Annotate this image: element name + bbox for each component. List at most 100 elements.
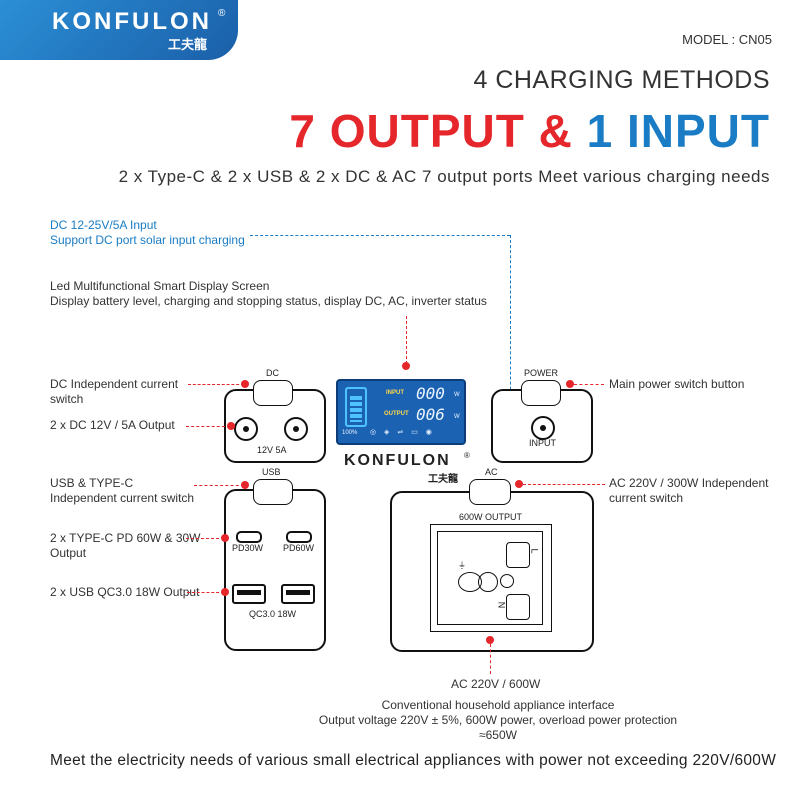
typec-output-leader [186,538,224,539]
headline: 7 OUTPUT & 1 INPUT [289,104,770,158]
ac-panel-label: AC [485,467,498,477]
dc-input-note-line2: Support DC port solar input charging [50,233,245,247]
usb-panel [224,489,326,651]
ac-socket[interactable]: L N ⏚ [430,524,552,632]
ac-socket-inner: L N ⏚ [437,531,543,625]
usb-output-pointer-dot [221,588,229,596]
panel-brand-name-chinese: 工夫龍 [428,474,458,485]
socket-neutral-label: N [496,601,507,609]
headline-output: 7 OUTPUT [289,105,525,157]
usb-output-leader [187,592,224,593]
ac-description: Conventional household appliance interfa… [318,698,678,743]
socket-live-label: L [529,548,540,554]
pd60-label: PD60W [283,543,315,553]
dc-switch-button[interactable] [253,380,293,406]
usb-panel-label: USB [262,467,281,477]
ac-output-note: AC 220V / 600W [451,677,541,691]
dc-switch-note: DC Independent current switch [50,377,178,407]
brand-logo: KONFULON ® 工夫龍 [0,0,238,60]
dc-panel-label: DC [266,368,279,378]
lcd-output-label: OUTPUT [384,411,409,417]
usb-output-note: 2 x USB QC3.0 18W Output [50,585,200,599]
usb-port-2[interactable] [281,584,315,604]
lcd-output-unit: W [454,414,460,420]
power-label: POWER [524,368,559,378]
usb-switch-note: USB & TYPE-C Independent current switch [50,476,194,506]
typec-output-note: 2 x TYPE-C PD 60W & 30W Output [50,531,201,561]
ac-switch-note: AC 220V / 300W Independent current switc… [609,476,768,506]
dc-switch-leader [188,384,244,385]
ac-output-label: 600W OUTPUT [459,512,523,522]
power-switch-button[interactable] [521,380,561,406]
lcd-display: INPUT 000 W OUTPUT 006 W 100% ◎ ◈ ⇌ ▭ ◉ [336,379,466,445]
typec-output-note-line2: Output [50,546,87,560]
subtitle: 2 x Type-C & 2 x USB & 2 x DC & AC 7 out… [118,167,770,186]
usb-switch-note-line1: USB & TYPE-C [50,476,134,490]
power-switch-pointer-dot [566,380,574,388]
ac-switch-pointer-dot [515,480,523,488]
panel-brand-name: KONFULON [344,452,451,469]
footer-note: Meet the electricity needs of various sm… [50,752,777,769]
battery-level [350,396,362,422]
typec-output-note-line1: 2 x TYPE-C PD 60W & 30W [50,531,201,545]
socket-live-slot [506,542,530,568]
lcd-percent: 100% [342,430,358,436]
dc-switch-note-line1: DC Independent current [50,377,179,391]
usb-switch-leader [194,485,244,486]
ac-description-line2: Output voltage 220V ± 5%, 600W power, ov… [318,713,678,742]
power-switch-leader [574,384,604,385]
display-note-line2: Display battery level, charging and stop… [50,294,487,308]
socket-hole-center [478,572,498,592]
brand-registered-mark: ® [218,8,226,19]
display-leader [406,316,407,364]
ac-description-line1: Conventional household appliance interfa… [381,698,615,712]
usb-switch-note-line2: Independent current switch [50,491,195,505]
lcd-status-icons: ◎ ◈ ⇌ ▭ ◉ [370,429,435,436]
panel-brand-registered: ® [464,451,470,460]
power-switch-note: Main power switch button [609,377,745,391]
display-pointer-dot [402,362,410,370]
qc-label: QC3.0 18W [249,609,297,619]
typec-port-pd30[interactable] [236,531,262,543]
charging-methods-heading: 4 CHARGING METHODS [473,66,770,94]
ac-switch-button[interactable] [469,479,511,505]
lcd-input-label: INPUT [386,390,404,396]
input-port-label: INPUT [529,438,556,448]
model-number: MODEL : CN05 [682,32,772,47]
typec-port-pd60[interactable] [286,531,312,543]
headline-amp: & [538,105,573,157]
dc-output-leader [186,426,230,427]
dc-spec-label: 12V 5A [257,445,287,455]
usb-port-1[interactable] [232,584,266,604]
usb-switch-button[interactable] [253,479,293,505]
socket-neutral-slot [506,594,530,620]
dc-port-1[interactable] [234,417,258,441]
dc-input-note: DC 12-25V/5A Input Support DC port solar… [50,218,245,248]
dc-input-leader-h [250,235,510,236]
ground-icon: ⏚ [458,561,466,570]
dc-input-note-line1: DC 12-25V/5A Input [50,218,157,232]
dc-output-pointer-dot [227,422,235,430]
brand-name: KONFULON [52,8,212,35]
ac-switch-note-line1: AC 220V / 300W Independent [609,476,769,490]
dc-output-note: 2 x DC 12V / 5A Output [50,418,175,432]
dc-switch-note-line2: switch [50,392,84,406]
battery-icon [345,387,367,427]
dc-port-2[interactable] [284,417,308,441]
typec-output-pointer-dot [221,534,229,542]
dc-switch-pointer-dot [241,380,249,388]
dc-input-port[interactable] [531,416,555,440]
brand-name-chinese: 工夫龍 [168,37,208,52]
dc-input-leader-v [510,235,511,420]
ac-output-pointer-dot [486,636,494,644]
lcd-input-unit: W [454,392,460,398]
display-note-line1: Led Multifunctional Smart Display Screen [50,279,270,293]
pd30-label: PD30W [232,543,264,553]
headline-input: 1 INPUT [586,105,770,157]
display-note: Led Multifunctional Smart Display Screen… [50,279,487,309]
lcd-input-value: 000 [416,384,445,403]
socket-hole-ground [500,574,514,588]
lcd-output-value: 006 [416,405,445,424]
ac-switch-leader [523,484,605,485]
usb-switch-pointer-dot [241,481,249,489]
